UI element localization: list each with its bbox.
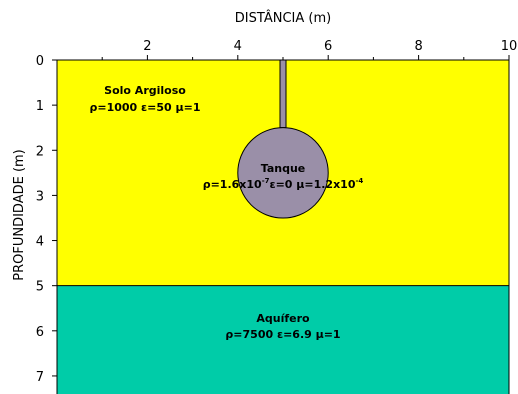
x-tick-label: 10 — [501, 39, 518, 54]
y-tick-label: 3 — [36, 189, 44, 204]
aquifer-layer-title: Aquífero — [256, 312, 310, 325]
tank-rho-text: ρ=1.6x10 — [203, 178, 262, 191]
aquifer-layer-properties: ρ=7500 ε=6.9 μ=1 — [225, 328, 340, 341]
y-tick-label: 7 — [36, 370, 44, 385]
tank-rho-exponent: -7 — [262, 177, 270, 185]
tank-body — [237, 127, 329, 219]
clay-layer-properties: ρ=1000 ε=50 μ=1 — [90, 101, 201, 114]
tank-pipe — [279, 59, 287, 129]
y-axis-title: PROFUNDIDADE (m) — [12, 149, 27, 281]
x-axis-ticks: 2 4 6 8 10 — [101, 39, 518, 60]
clay-layer-title: Solo Argiloso — [104, 84, 186, 97]
aquifer-layer — [57, 285, 509, 394]
y-tick-label: 2 — [36, 144, 44, 159]
x-tick-label: 2 — [143, 39, 151, 54]
y-tick-label: 6 — [36, 325, 44, 340]
x-tick-label: 6 — [324, 39, 332, 54]
y-axis-ticks: 0 1 2 3 4 5 6 7 — [36, 54, 57, 385]
tank-eps-mu-text: ε=0 μ=1.2x10 — [269, 178, 355, 191]
x-tick-label: 8 — [414, 39, 422, 54]
tank-title: Tanque — [261, 162, 306, 175]
tank-mu-exponent: -4 — [356, 177, 364, 185]
tank-properties: ρ=1.6x10-7ε=0 μ=1.2x10-4 — [203, 177, 364, 191]
x-tick-label: 4 — [234, 39, 242, 54]
x-axis-title: DISTÂNCIA (m) — [235, 10, 331, 26]
y-tick-label: 4 — [36, 235, 44, 250]
y-tick-label: 5 — [36, 280, 44, 295]
y-tick-label: 0 — [36, 54, 44, 69]
y-tick-label: 1 — [36, 99, 44, 114]
